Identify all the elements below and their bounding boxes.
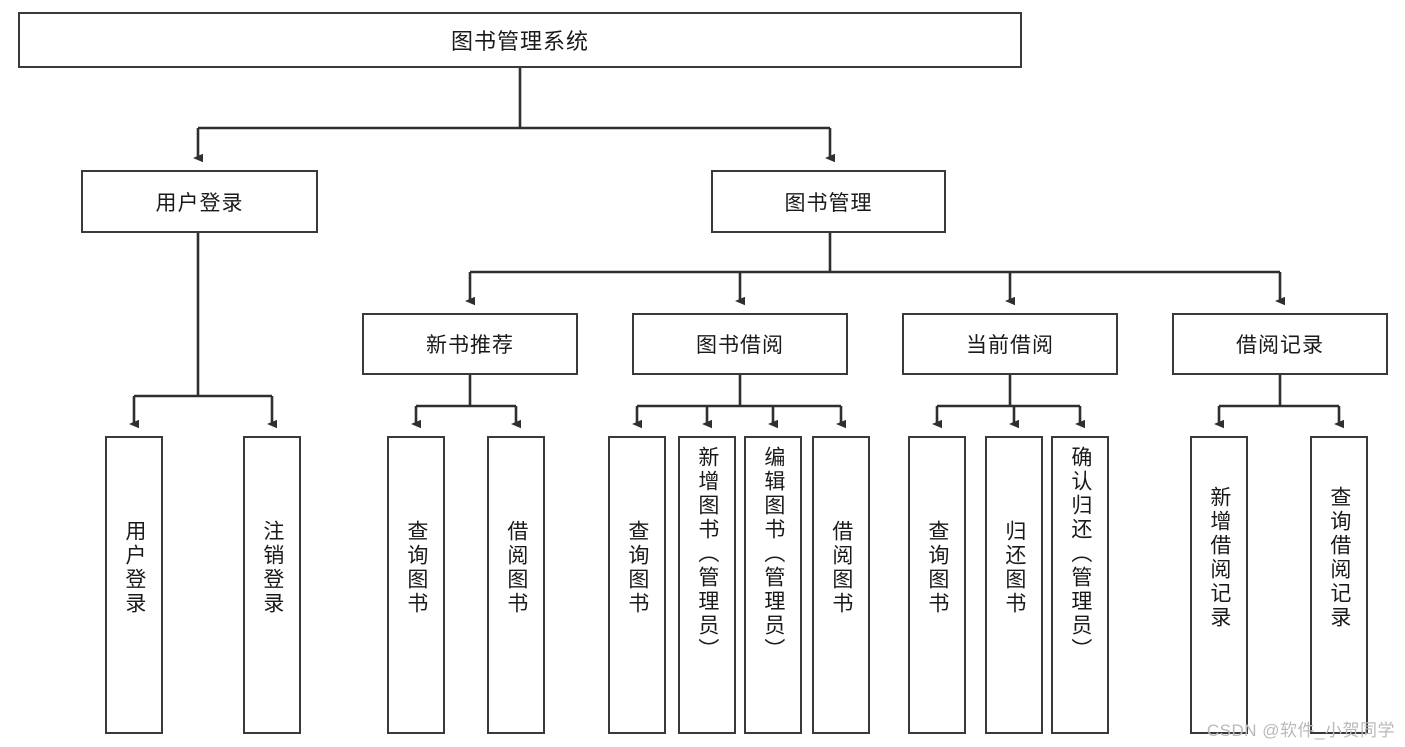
node-current-borrow[interactable]: 当前借阅 — [902, 313, 1118, 375]
node-leaf-logout[interactable]: 注销登录 — [243, 436, 301, 734]
node-user-login[interactable]: 用户登录 — [81, 170, 318, 233]
node-leaf-query-book-1[interactable]: 查询图书 — [387, 436, 445, 734]
node-leaf-user-login-label: 用户登录 — [122, 520, 146, 616]
node-leaf-borrow-book-1-label: 借阅图书 — [504, 520, 528, 616]
node-new-book-recommend[interactable]: 新书推荐 — [362, 313, 578, 375]
node-leaf-query-book-3-label: 查询图书 — [925, 520, 949, 616]
node-leaf-add-book-label: 新增图书（管理员） — [695, 446, 719, 662]
node-leaf-return-book[interactable]: 归还图书 — [985, 436, 1043, 734]
node-leaf-query-record[interactable]: 查询借阅记录 — [1310, 436, 1368, 734]
node-leaf-borrow-book-1[interactable]: 借阅图书 — [487, 436, 545, 734]
node-leaf-edit-book[interactable]: 编辑图书（管理员） — [744, 436, 802, 734]
node-leaf-logout-label: 注销登录 — [260, 520, 284, 616]
node-leaf-confirm-return[interactable]: 确认归还（管理员） — [1051, 436, 1109, 734]
node-book-manage[interactable]: 图书管理 — [711, 170, 946, 233]
node-borrow-record-label: 借阅记录 — [1236, 334, 1324, 357]
node-leaf-confirm-return-label: 确认归还（管理员） — [1068, 446, 1092, 662]
node-book-manage-label: 图书管理 — [784, 191, 873, 215]
node-leaf-add-record-label: 新增借阅记录 — [1207, 486, 1231, 630]
node-leaf-query-book-2[interactable]: 查询图书 — [608, 436, 666, 734]
node-root[interactable]: 图书管理系统 — [18, 12, 1022, 68]
node-root-label: 图书管理系统 — [450, 29, 589, 54]
node-leaf-query-record-label: 查询借阅记录 — [1327, 486, 1351, 630]
node-leaf-add-record[interactable]: 新增借阅记录 — [1190, 436, 1248, 734]
node-book-borrow-label: 图书借阅 — [696, 334, 784, 357]
node-leaf-user-login[interactable]: 用户登录 — [105, 436, 163, 734]
node-leaf-add-book[interactable]: 新增图书（管理员） — [678, 436, 736, 734]
node-leaf-query-book-2-label: 查询图书 — [625, 520, 649, 616]
node-leaf-edit-book-label: 编辑图书（管理员） — [761, 446, 785, 662]
node-current-borrow-label: 当前借阅 — [966, 334, 1054, 357]
node-new-book-recommend-label: 新书推荐 — [426, 334, 514, 357]
node-leaf-query-book-3[interactable]: 查询图书 — [908, 436, 966, 734]
node-user-login-label: 用户登录 — [155, 191, 244, 215]
node-leaf-borrow-book-2[interactable]: 借阅图书 — [812, 436, 870, 734]
node-book-borrow[interactable]: 图书借阅 — [632, 313, 848, 375]
node-leaf-borrow-book-2-label: 借阅图书 — [829, 520, 853, 616]
node-leaf-query-book-1-label: 查询图书 — [404, 520, 428, 616]
node-borrow-record[interactable]: 借阅记录 — [1172, 313, 1388, 375]
node-leaf-return-book-label: 归还图书 — [1002, 520, 1026, 616]
